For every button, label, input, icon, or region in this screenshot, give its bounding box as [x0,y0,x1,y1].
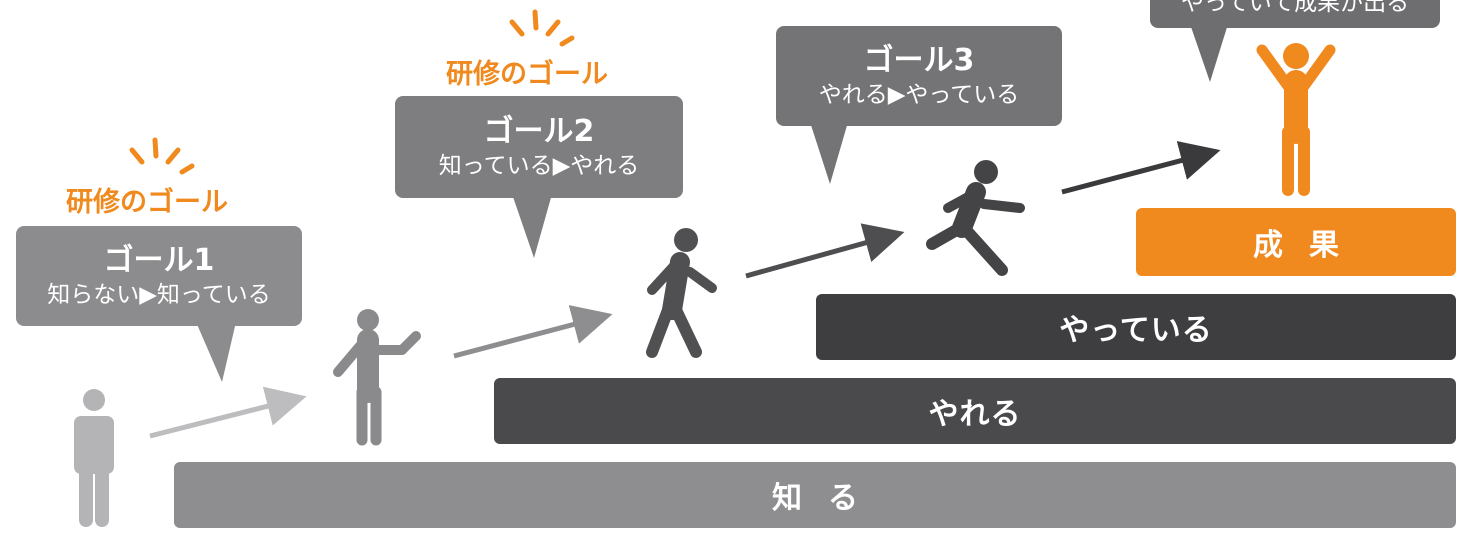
level-bar-doing: やっている [816,294,1456,360]
level-bar-can: やれる [494,378,1456,444]
arrow-4 [1061,141,1221,195]
goal3-bubble-tail [810,122,848,184]
goal1-bubble: ゴール1 知らない▶知っている [16,226,302,326]
level-label-know: 知る [772,481,884,516]
training-goal-label-1: 研修のゴール [66,187,228,218]
goal1-subtitle: 知らない▶知っている [47,282,271,308]
level-bar-result: 成果 [1136,208,1456,276]
goal1-title: ゴール1 [103,243,215,278]
person-gesturing-icon [333,309,421,446]
training-goal-label-2: 研修のゴール [446,59,608,90]
arrow-2 [453,305,613,359]
arrow-1 [149,386,307,439]
goal4-bubble-tail [1190,24,1228,82]
person-celebrating-icon [1256,43,1336,196]
goal2-bubble: ゴール2 知っている▶やれる [395,96,683,198]
level-label-result: 成果 [1253,228,1365,263]
spark-icon-2 [509,9,575,47]
arrow-3 [745,223,905,279]
spark-icon-1 [129,137,195,175]
goal3-title: ゴール3 [863,43,975,78]
goal3-subtitle: やれる▶やっている [818,82,1020,108]
level-bar-know: 知る [174,462,1456,528]
goal1-bubble-tail [196,322,236,382]
goal4-bubble: やっていて成果が出る [1150,0,1440,28]
goal2-title: ゴール2 [483,114,595,149]
goal3-bubble: ゴール3 やれる▶やっている [776,26,1062,126]
person-walking-icon [646,228,717,358]
goal4-subtitle: やっていて成果が出る [1180,0,1410,16]
person-running-icon [926,160,1025,276]
level-label-can: やれる [928,397,1022,432]
goal2-subtitle: 知っている▶やれる [438,153,640,179]
goal2-bubble-tail [512,194,552,258]
person-standing-icon [74,389,114,527]
level-label-doing: やっている [1059,313,1213,348]
